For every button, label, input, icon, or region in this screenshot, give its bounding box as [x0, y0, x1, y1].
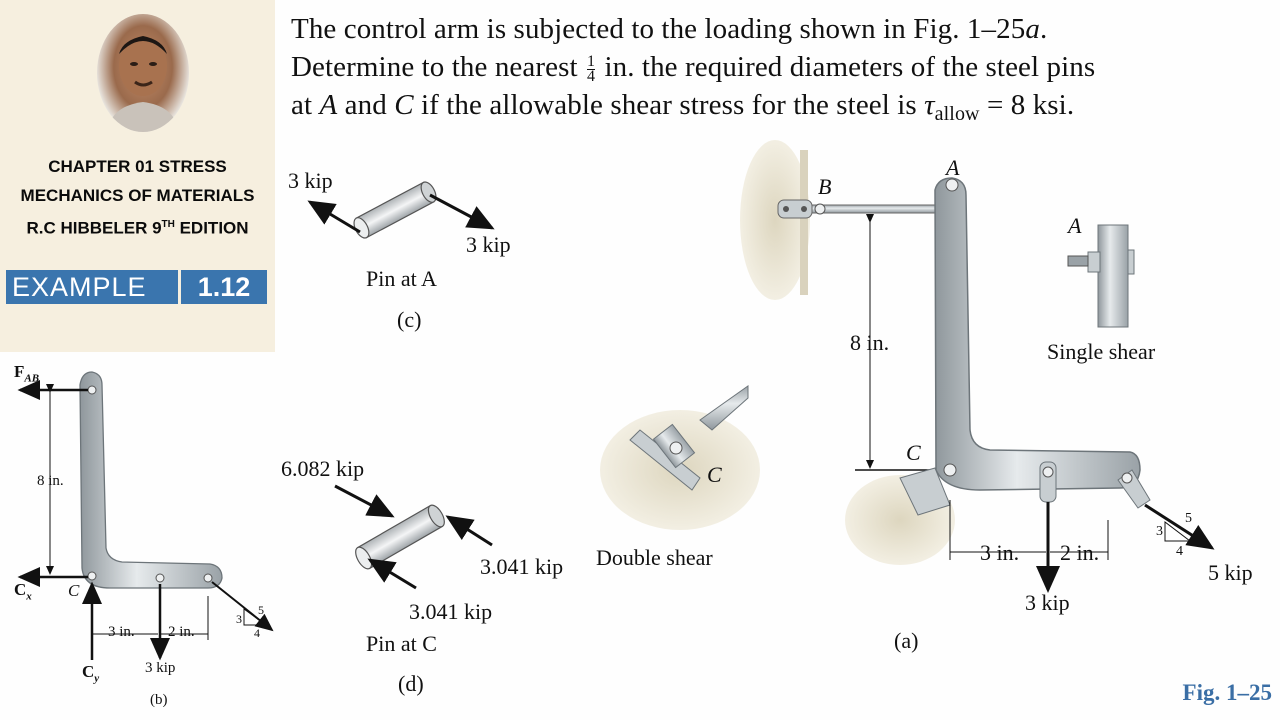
fbd-dim-3in-label: 3 in. — [108, 624, 135, 640]
fbd-point-c-label: C — [68, 581, 80, 600]
force-fab-label: FAB — [14, 362, 40, 385]
single-shear-pin-label: A — [1068, 213, 1082, 238]
pin-a-force-right-arrow — [429, 193, 495, 230]
fig-a-tag: (a) — [894, 628, 919, 653]
pin-a-force-right-label: 3 kip — [466, 232, 511, 257]
force-cx-label: Cx — [14, 580, 32, 603]
fbd-dim-8in-label: 8 in. — [37, 473, 64, 489]
book-subject: MECHANICS OF MATERIALS — [20, 186, 255, 205]
pin-a-force-left-arrow — [307, 200, 361, 234]
fbd-load-3kip-label: 3 kip — [145, 660, 176, 676]
pin-a-drawing — [307, 181, 495, 239]
problem-line-1: The control arm is subjected to the load… — [291, 13, 1048, 45]
fig-d-tag: (d) — [398, 671, 424, 696]
single-shear-label: Single shear — [1047, 339, 1156, 364]
problem-statement: The control arm is subjected to the load… — [291, 10, 1271, 133]
point-b-label: B — [818, 174, 832, 199]
fig-c-tag: (c) — [397, 307, 422, 332]
dim-2in-label: 2 in. — [1060, 540, 1100, 565]
pin-c-caption: Pin at C — [366, 631, 437, 656]
fbd-triangle-3-label: 3 — [236, 612, 242, 626]
pin-c-force-top-label: 6.082 kip — [281, 456, 365, 481]
fbd-triangle-4-label: 4 — [254, 626, 260, 640]
author-text: R.C HIBBELER 9 — [26, 218, 162, 238]
avatar-face-icon — [107, 36, 179, 132]
dim-8in-label: 8 in. — [850, 330, 890, 355]
force-cy-label: Cy — [82, 662, 100, 685]
pin-c-drawing — [334, 484, 493, 590]
example-label: EXAMPLE — [6, 270, 178, 304]
double-shear-drawing — [600, 385, 760, 530]
fbd-dim-2in-label: 2 in. — [168, 624, 195, 640]
triangle-4-label: 4 — [1176, 544, 1183, 559]
pin-a-caption: Pin at A — [366, 266, 437, 291]
example-number: 1.12 — [181, 270, 267, 304]
pin-a-force-left-label: 3 kip — [288, 168, 333, 193]
triangle-5-label: 5 — [1185, 511, 1192, 526]
figure-caption: Fig. 1–25 — [1182, 680, 1272, 705]
point-c-label: C — [906, 440, 921, 465]
edition-text: EDITION — [174, 218, 249, 238]
load-3kip-label: 3 kip — [1025, 590, 1070, 615]
double-shear-pin-label: C — [707, 462, 722, 487]
pin-c-force-bottom-label: 3.041 kip — [409, 599, 493, 624]
pin-c-force-right-label: 3.041 kip — [480, 554, 564, 579]
book-info: CHAPTER 01 STRESS MECHANICS OF MATERIALS… — [0, 152, 275, 243]
free-body-diagram — [17, 371, 274, 661]
fbd-triangle-5-label: 5 — [258, 603, 264, 617]
dim-3in-label: 3 in. — [980, 540, 1020, 565]
problem-line-3: at A and C if the allowable shear stress… — [291, 89, 1075, 125]
control-arm-drawing — [740, 140, 1215, 593]
double-shear-label: Double shear — [596, 545, 713, 570]
presenter-avatar — [97, 14, 189, 132]
triangle-3-label: 3 — [1156, 524, 1163, 539]
chapter-title: CHAPTER 01 STRESS — [48, 157, 227, 176]
load-5kip-label: 5 kip — [1208, 560, 1253, 585]
point-a-label: A — [946, 155, 960, 180]
edition-sup: TH — [161, 219, 175, 230]
book-author: R.C HIBBELER 9TH EDITION — [0, 210, 275, 243]
fig-b-tag: (b) — [150, 692, 168, 708]
